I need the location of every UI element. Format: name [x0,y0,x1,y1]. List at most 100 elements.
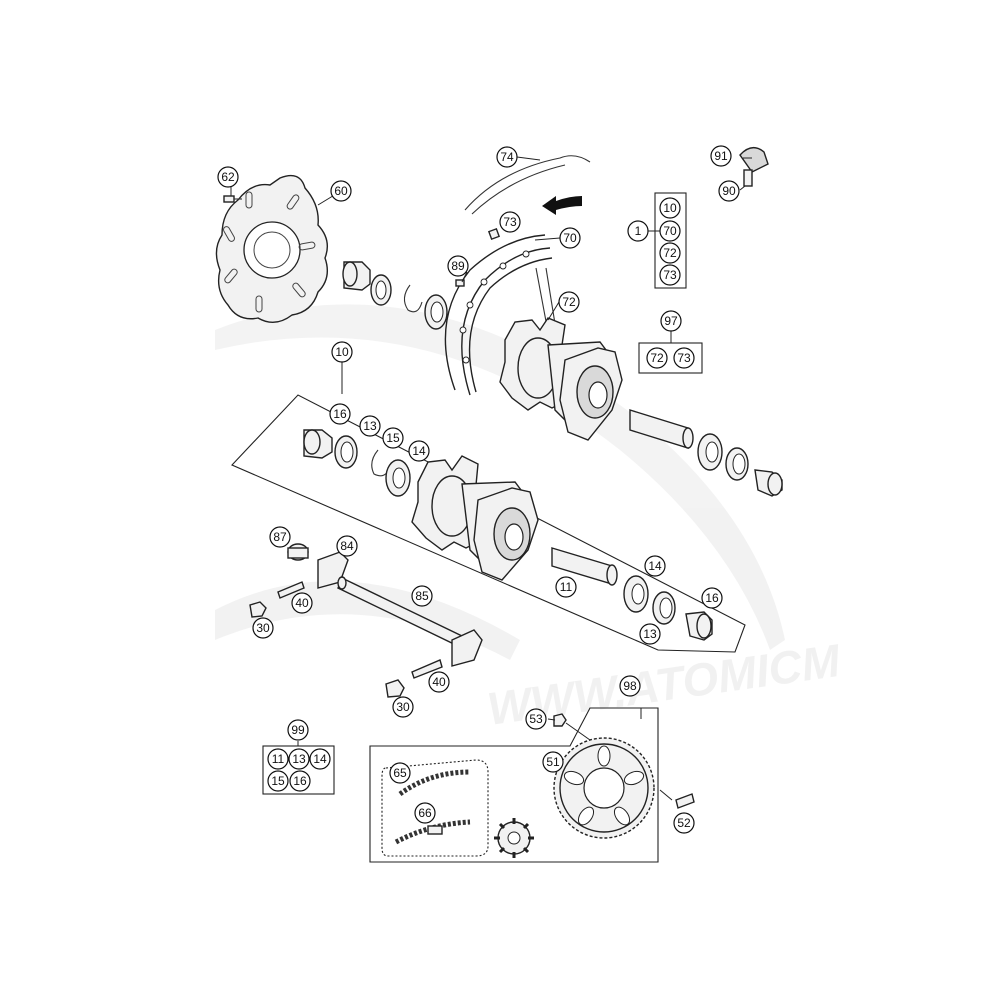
callout-65: 65 [389,762,411,784]
callout-1: 1 [627,220,649,242]
callout-kit1-72: 72 [659,242,681,264]
svg-text:73: 73 [503,215,517,229]
svg-text:13: 13 [643,627,657,641]
svg-text:10: 10 [335,345,349,359]
svg-text:52: 52 [677,816,691,830]
svg-text:74: 74 [500,150,514,164]
svg-text:14: 14 [313,752,327,766]
callout-16: 16 [329,403,351,425]
callout-40-bottom: 40 [428,671,450,693]
spacer-upper-right [754,469,783,497]
svg-text:70: 70 [563,231,577,245]
hub [411,455,539,581]
svg-text:84: 84 [340,539,354,553]
chain-sub-frame [381,759,489,857]
svg-text:30: 30 [256,621,270,635]
spacer-sleeve [551,547,618,586]
callout-10: 10 [331,341,353,363]
callout-74: 74 [496,146,518,168]
spacer-sleeve-upper [629,409,694,449]
callout-kit1-70: 70 [659,220,681,242]
spacer-left [303,429,333,459]
callout-kit99-14: 14 [309,748,331,770]
callout-53: 53 [525,708,547,730]
callout-kit1-10: 10 [659,197,681,219]
svg-text:11: 11 [560,580,573,594]
callout-66: 66 [414,802,436,824]
hub-assembled [499,317,623,441]
disc-bolt [223,195,242,203]
bearing-upper-right [697,433,723,471]
valve [455,279,465,287]
svg-text:87: 87 [273,530,287,544]
svg-text:73: 73 [663,268,677,282]
svg-text:30: 30 [396,700,410,714]
svg-text:13: 13 [292,752,306,766]
svg-text:51: 51 [546,755,560,769]
spoke-nipple [487,227,501,241]
bearing-right [623,575,649,613]
kit-frame-1 [654,192,687,289]
bearing-upper-left [424,294,448,330]
svg-text:97: 97 [664,314,678,328]
callout-13-right: 13 [639,623,661,645]
callout-98: 98 [619,675,641,697]
callout-kit99-11: 11 [267,748,289,770]
rear-sprocket [553,737,655,839]
svg-text:89: 89 [451,259,465,273]
callout-30: 30 [252,617,274,639]
spacer-upper-left [342,261,371,291]
callout-40: 40 [291,592,313,614]
svg-text:99: 99 [291,723,305,737]
callout-kit99-13: 13 [288,748,310,770]
callout-kit99-15: 15 [267,770,289,792]
svg-text:13: 13 [363,419,377,433]
callout-kit97-72: 72 [646,347,668,369]
svg-text:16: 16 [333,407,347,421]
svg-text:72: 72 [663,246,677,260]
svg-text:40: 40 [432,675,446,689]
callout-97: 97 [660,310,682,332]
svg-text:16: 16 [705,591,719,605]
callout-14-right: 14 [644,555,666,577]
svg-text:15: 15 [386,431,400,445]
svg-text:16: 16 [293,774,307,788]
spacer-right [685,611,713,641]
svg-text:60: 60 [334,184,348,198]
callout-87: 87 [269,526,291,548]
callout-62: 62 [217,166,239,188]
callout-91: 91 [710,145,732,167]
svg-text:70: 70 [663,224,677,238]
svg-text:98: 98 [623,679,637,693]
callout-73: 73 [499,211,521,233]
callout-84: 84 [336,535,358,557]
callout-kit97-73: 73 [673,347,695,369]
svg-text:65: 65 [393,766,407,780]
svg-text:40: 40 [295,596,309,610]
callout-89: 89 [447,255,469,277]
seal-right [652,591,676,625]
callout-60: 60 [330,180,352,202]
valve-cap-tool [739,147,769,187]
adjuster-screw-bottom [411,659,443,679]
callout-52: 52 [673,812,695,834]
axle-nut-top [287,543,309,561]
svg-text:11: 11 [272,752,285,766]
callout-70: 70 [559,227,581,249]
rotation-arrow [542,196,582,215]
callout-14: 14 [408,440,430,462]
seal-upper-right [725,447,749,481]
svg-text:72: 72 [650,351,664,365]
callout-11: 11 [555,576,577,598]
svg-text:1: 1 [635,224,642,238]
callout-30-bottom: 30 [392,696,414,718]
callout-15: 15 [382,427,404,449]
chain-adjuster-right [451,629,483,667]
svg-text:14: 14 [648,559,662,573]
circlip-upper [403,284,423,313]
callout-72: 72 [558,291,580,313]
sprocket-bolt [675,793,695,809]
svg-text:85: 85 [415,589,429,603]
callout-13: 13 [359,415,381,437]
